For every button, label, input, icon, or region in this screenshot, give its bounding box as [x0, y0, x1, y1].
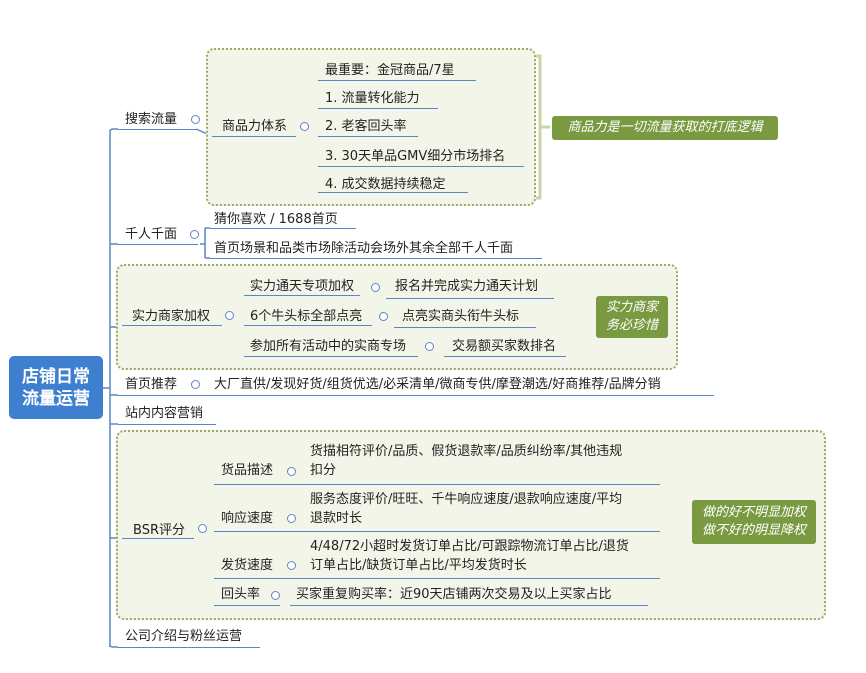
product-item-5[interactable]: 4. 成交数据持续稳定 [325, 177, 446, 192]
bsr-repurchase-label[interactable]: 回头率 [221, 587, 261, 602]
bsr-row-3-line2[interactable]: 订单占比/缺货订单占比/平均发货时长 [310, 558, 527, 573]
topic-content-marketing[interactable]: 站内内容营销 [125, 406, 204, 421]
collapse-bsr-row-1-icon[interactable] [287, 467, 296, 476]
underline-product-system [212, 136, 296, 137]
collapse-bsr-repurchase-icon[interactable] [271, 591, 280, 600]
underline-strong-row-3-left [244, 356, 418, 357]
product-item-2[interactable]: 1. 流量转化能力 [325, 91, 420, 106]
topic-search-traffic[interactable]: 搜索流量 [125, 112, 178, 127]
note-bsr-line2: 做不好的明显降权 [701, 523, 806, 538]
underline-bsr-repurchase-label [214, 605, 280, 606]
underline-content-marketing [118, 424, 216, 425]
collapse-product-system-icon[interactable] [300, 122, 309, 131]
underline-product-item-2 [318, 108, 438, 109]
boundary-search [206, 48, 536, 206]
underline-homepage-recommend [118, 395, 714, 396]
bsr-repurchase-text[interactable]: 买家重复购买率：近90天店铺两次交易及以上买家占比 [296, 587, 612, 602]
collapse-bsr-row-3-icon[interactable] [287, 561, 296, 570]
underline-strong-row-1-left [244, 295, 360, 296]
collapse-strong-row-1-icon[interactable] [371, 283, 380, 292]
strong-row-2-right[interactable]: 点亮实商头衔牛头标 [402, 309, 520, 324]
underline-personalization [118, 244, 198, 245]
product-item-1[interactable]: 最重要：金冠商品/7星 [325, 63, 455, 78]
strong-row-3-left[interactable]: 参加所有活动中的实商专场 [250, 339, 407, 354]
topic-homepage-recommend[interactable]: 首页推荐 [125, 377, 178, 392]
underline-bsr-row-1-label [214, 484, 306, 485]
underline-strong-merchant [122, 325, 222, 326]
note-bsr[interactable]: 做的好不明显加权 做不好的明显降权 [692, 500, 816, 544]
underline-bsr-row-1-text [302, 484, 660, 485]
underline-bsr-repurchase-text [290, 605, 648, 606]
note-bsr-line1: 做的好不明显加权 [701, 505, 806, 520]
collapse-strong-row-2-icon[interactable] [379, 312, 388, 321]
underline-strong-row-3-right [444, 356, 566, 357]
bsr-row-3-label[interactable]: 发货速度 [221, 558, 274, 573]
personalization-item-1[interactable]: 猜你喜欢 / 1688首页 [214, 212, 338, 227]
underline-product-item-4 [318, 166, 524, 167]
topic-personalization[interactable]: 千人千面 [125, 227, 178, 242]
bsr-row-1-label[interactable]: 货品描述 [221, 463, 274, 478]
collapse-homepage-recommend-icon[interactable] [191, 380, 200, 389]
underline-search [118, 129, 196, 130]
underline-bsr-row-2-text [302, 531, 660, 532]
strong-row-1-left[interactable]: 实力通天专项加权 [250, 279, 355, 294]
underline-company-fans [118, 647, 260, 648]
boundary-shili [116, 264, 678, 370]
underline-strong-row-1-right [386, 298, 554, 299]
underline-bsr [122, 538, 194, 539]
collapse-strong-row-3-icon[interactable] [425, 342, 434, 351]
strong-row-1-right[interactable]: 报名并完成实力通天计划 [395, 279, 539, 294]
strong-row-3-right[interactable]: 交易额买家数排名 [452, 339, 557, 354]
root-topic[interactable]: 店铺日常 流量运营 [9, 356, 103, 419]
underline-personalization-1 [210, 228, 356, 229]
underline-bsr-row-3-label [214, 578, 306, 579]
homepage-recommend-channels[interactable]: 大厂直供/发现好货/组货优选/必采清单/微商专供/摩登潮选/好商推荐/品牌分销 [214, 377, 661, 392]
topic-company-fans[interactable]: 公司介绍与粉丝运营 [125, 629, 243, 644]
bsr-row-1-line2[interactable]: 扣分 [310, 463, 337, 478]
collapse-bsr-icon[interactable] [198, 524, 207, 533]
topic-product-system[interactable]: 商品力体系 [222, 119, 288, 134]
personalization-item-2[interactable]: 首页场景和品类市场除活动会场外其余全部千人千面 [214, 241, 514, 256]
bsr-row-2-line2[interactable]: 退款时长 [310, 511, 363, 526]
root-line1: 店铺日常 [22, 366, 90, 387]
bsr-row-1-line1[interactable]: 货描相符评价/品质、假货退款率/品质纠纷率/其他违规 [310, 444, 623, 459]
root-line2: 流量运营 [22, 388, 90, 409]
underline-bsr-row-3-text [302, 578, 660, 579]
strong-row-2-left[interactable]: 6个牛头标全部点亮 [250, 309, 363, 324]
note-strong-line2: 务必珍惜 [605, 318, 658, 333]
collapse-personalization-icon[interactable] [190, 230, 199, 239]
underline-bsr-row-2-label [214, 531, 306, 532]
bsr-row-3-line1[interactable]: 4/48/72小超时发货订单占比/可跟踪物流订单占比/退货 [310, 539, 629, 554]
note-strong-merchant[interactable]: 实力商家 务必珍惜 [596, 296, 668, 338]
bsr-row-2-line1[interactable]: 服务态度评价/旺旺、千牛响应速度/退款响应速度/平均 [310, 492, 623, 507]
collapse-strong-merchant-icon[interactable] [225, 311, 234, 320]
underline-product-item-1 [318, 80, 476, 81]
note-product-logic[interactable]: 商品力是一切流量获取的打底逻辑 [552, 116, 778, 140]
note-product-logic-text: 商品力是一切流量获取的打底逻辑 [567, 120, 763, 135]
underline-personalization-2 [210, 258, 542, 259]
collapse-search-icon[interactable] [191, 115, 200, 124]
topic-bsr-score[interactable]: BSR评分 [133, 523, 185, 538]
underline-strong-row-2-left [244, 325, 372, 326]
note-strong-line1: 实力商家 [605, 300, 658, 315]
product-item-4[interactable]: 3. 30天单品GMV细分市场排名 [325, 149, 506, 164]
bsr-row-2-label[interactable]: 响应速度 [221, 511, 274, 526]
collapse-bsr-row-2-icon[interactable] [287, 514, 296, 523]
underline-product-item-3 [318, 136, 418, 137]
topic-strong-merchant[interactable]: 实力商家加权 [132, 309, 211, 324]
underline-strong-row-2-right [394, 327, 536, 328]
product-item-3[interactable]: 2. 老客回头率 [325, 119, 407, 134]
underline-product-item-5 [318, 192, 468, 193]
